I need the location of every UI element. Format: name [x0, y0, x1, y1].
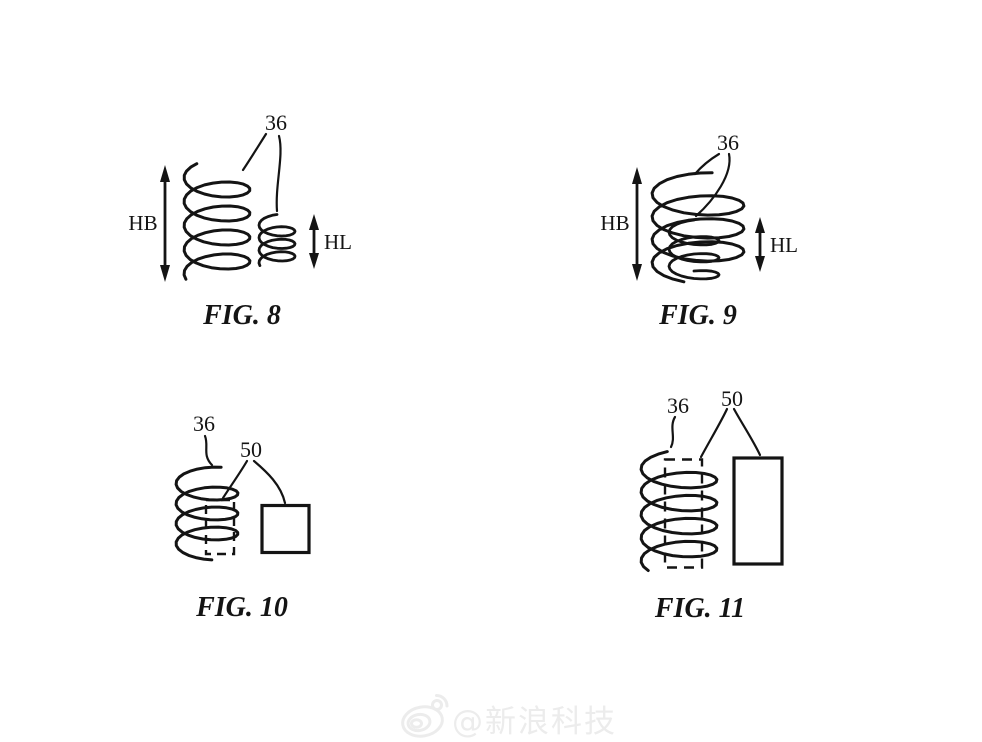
dimension-arrow-hb — [160, 165, 170, 282]
figure-9: 36 HB HL FIG. 9 — [600, 130, 798, 331]
leader-line-36-to-large-coil — [693, 152, 721, 176]
weibo-logo-icon — [401, 694, 449, 738]
leader-line-36-to-large-coil — [241, 132, 268, 172]
small-coil-spring — [257, 213, 297, 267]
dimension-arrow-hl — [755, 217, 765, 272]
watermark: @新浪科技 — [401, 694, 617, 740]
dim-label-hb: HB — [128, 211, 157, 235]
leader-line-50-to-hidden-magnet — [699, 407, 729, 459]
leader-line-50-to-magnet-block — [732, 407, 762, 457]
hidden-magnet-outline — [204, 498, 236, 556]
coil-spring — [639, 450, 719, 572]
large-coil-spring — [650, 171, 746, 284]
leader-line-50-to-hidden-magnet — [221, 459, 249, 500]
ref-label-36: 36 — [667, 393, 689, 418]
figure-8: 36 HB HL FIG. 8 — [128, 110, 352, 331]
dim-label-hl: HL — [324, 230, 352, 254]
hidden-magnet-outline — [663, 458, 704, 569]
figure-caption: FIG. 10 — [195, 592, 288, 623]
dim-label-hb: HB — [600, 211, 629, 235]
ref-label-36: 36 — [265, 110, 287, 135]
watermark-handle: @新浪科技 — [452, 704, 617, 740]
figure-caption: FIG. 11 — [654, 593, 745, 624]
leader-line-36-to-coil — [669, 415, 677, 449]
large-coil-spring — [182, 162, 252, 281]
magnet-block — [260, 503, 311, 555]
leader-line-50-to-magnet-block — [252, 459, 287, 505]
leader-line-36-to-coil — [203, 434, 214, 467]
ref-label-50: 50 — [721, 386, 743, 411]
dimension-arrow-hl — [309, 214, 319, 269]
leader-line-36-to-small-coil — [275, 134, 282, 213]
ref-label-36: 36 — [193, 411, 215, 436]
leader-line-36-to-small-coil — [694, 152, 731, 218]
figure-caption: FIG. 8 — [202, 300, 281, 331]
ref-label-36: 36 — [717, 130, 739, 155]
figure-caption: FIG. 9 — [658, 300, 737, 331]
dimension-arrow-hb — [632, 167, 642, 281]
dim-label-hl: HL — [770, 233, 798, 257]
nested-small-coil-spring — [667, 218, 721, 281]
ref-label-50: 50 — [240, 437, 262, 462]
magnet-block — [732, 456, 784, 566]
figure-10: 36 50 FIG. 10 — [174, 411, 311, 623]
figure-11: 36 50 FIG. 11 — [639, 386, 784, 624]
